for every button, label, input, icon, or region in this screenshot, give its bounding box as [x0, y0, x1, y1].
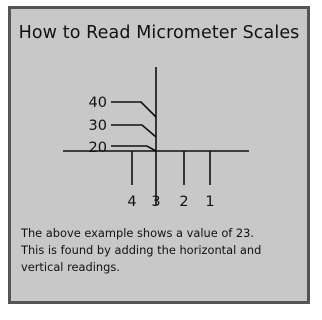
horizontal-label-4: 4: [127, 194, 136, 210]
description-line: This is found by adding the horizontal a…: [21, 243, 262, 257]
horizontal-label-1: 1: [205, 194, 214, 210]
vertical-tick-20: [111, 145, 157, 152]
micrometer-diagram: 40 30 20 4 3 2 1: [63, 67, 249, 210]
horizontal-label-2: 2: [179, 194, 188, 210]
vertical-label-30: 30: [89, 118, 107, 134]
vertical-label-20: 20: [89, 140, 107, 156]
vertical-tick-30: [111, 124, 157, 138]
description: The above example shows a value of 23. T…: [21, 225, 301, 276]
horizontal-label-3: 3: [151, 194, 160, 210]
description-line: The above example shows a value of 23.: [21, 226, 255, 240]
description-line: vertical readings.: [21, 260, 120, 274]
card-title: How to Read Micrometer Scales: [18, 23, 300, 43]
micrometer-info-card: How to Read Micrometer Scales 40 30 20 4…: [8, 6, 310, 304]
vertical-label-40: 40: [89, 95, 107, 111]
vertical-tick-40: [111, 101, 157, 118]
